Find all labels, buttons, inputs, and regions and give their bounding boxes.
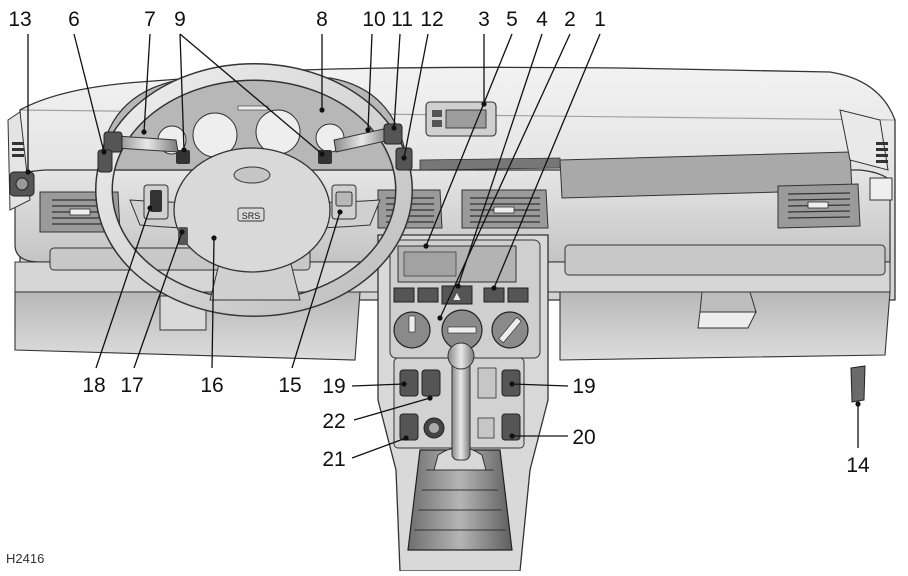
- callout-5: 5: [506, 8, 518, 31]
- mirror-control-switch: [7, 111, 35, 211]
- airbag-cover: [173, 147, 331, 273]
- leader-1: [493, 33, 601, 289]
- callout-10: 10: [362, 8, 385, 31]
- vent-centre-right: [461, 189, 549, 229]
- callout-8: 8: [316, 8, 328, 31]
- callout-17: 17: [120, 374, 143, 397]
- callout-9: 9: [174, 8, 186, 31]
- radio-unit: [397, 245, 517, 283]
- leader-16: [211, 237, 215, 369]
- callout-19-left: 19: [322, 375, 345, 398]
- callout-2: 2: [564, 8, 576, 31]
- callout-12: 12: [420, 8, 443, 31]
- bonnet-release-handle: [850, 365, 866, 403]
- leader-6: [73, 33, 105, 153]
- leader-dots: [25, 101, 861, 441]
- callout-14: 14: [846, 454, 870, 477]
- centre-console: ▲: [377, 234, 549, 572]
- leader-15: [291, 211, 341, 369]
- leader-5: [425, 33, 513, 247]
- horn-badge: [233, 166, 271, 184]
- wheel-switch-right: [331, 184, 357, 220]
- callout-13: 13: [8, 8, 31, 31]
- leader-10: [367, 33, 373, 131]
- callout-20: 20: [572, 426, 595, 449]
- leader-11: [393, 33, 401, 129]
- leader-21: [351, 437, 407, 459]
- leader-9b: [179, 33, 323, 155]
- leader-19a: [351, 383, 405, 387]
- callout-4: 4: [536, 8, 548, 31]
- callout-6: 6: [68, 8, 80, 31]
- callout-16: 16: [200, 374, 223, 397]
- wiper-stalk: [333, 123, 403, 153]
- callout-15: 15: [278, 374, 301, 397]
- callout-22: 22: [322, 410, 345, 433]
- leader-18: [95, 207, 151, 369]
- leader-lines: [27, 33, 859, 459]
- callout-numbers: 13 6 7 9 8 10 11 12 3 5 4 2 1 18 17 16 1…: [8, 8, 870, 477]
- heater-controls: [393, 309, 529, 351]
- figure-code: H2416: [6, 551, 44, 566]
- leader-2: [439, 33, 571, 319]
- leader-17: [133, 231, 183, 369]
- leader-9a: [179, 33, 185, 151]
- gear-lever: [407, 342, 513, 551]
- leader-19b: [511, 383, 569, 387]
- srs-label: SRS: [242, 211, 261, 221]
- callout-18: 18: [82, 374, 105, 397]
- glovebox-handle: [697, 291, 757, 329]
- callout-3: 3: [478, 8, 490, 31]
- callout-1: 1: [594, 8, 606, 31]
- leader-7: [143, 33, 151, 133]
- cruise-button-left: [176, 150, 190, 164]
- callout-7: 7: [144, 8, 156, 31]
- callout-19-right: 19: [572, 375, 595, 398]
- leader-22: [353, 397, 431, 421]
- switch-bank: ▲: [393, 285, 529, 305]
- callout-11: 11: [391, 8, 413, 31]
- leader-12: [403, 33, 429, 159]
- callout-21: 21: [322, 448, 345, 471]
- vent-right-outer: [777, 183, 861, 229]
- steering-wheel: SRS: [95, 63, 413, 317]
- leader-4: [457, 33, 543, 287]
- lighting-stalk: [103, 131, 179, 153]
- clock-display: [425, 101, 497, 137]
- hazard-warning-symbol: ▲: [451, 289, 463, 303]
